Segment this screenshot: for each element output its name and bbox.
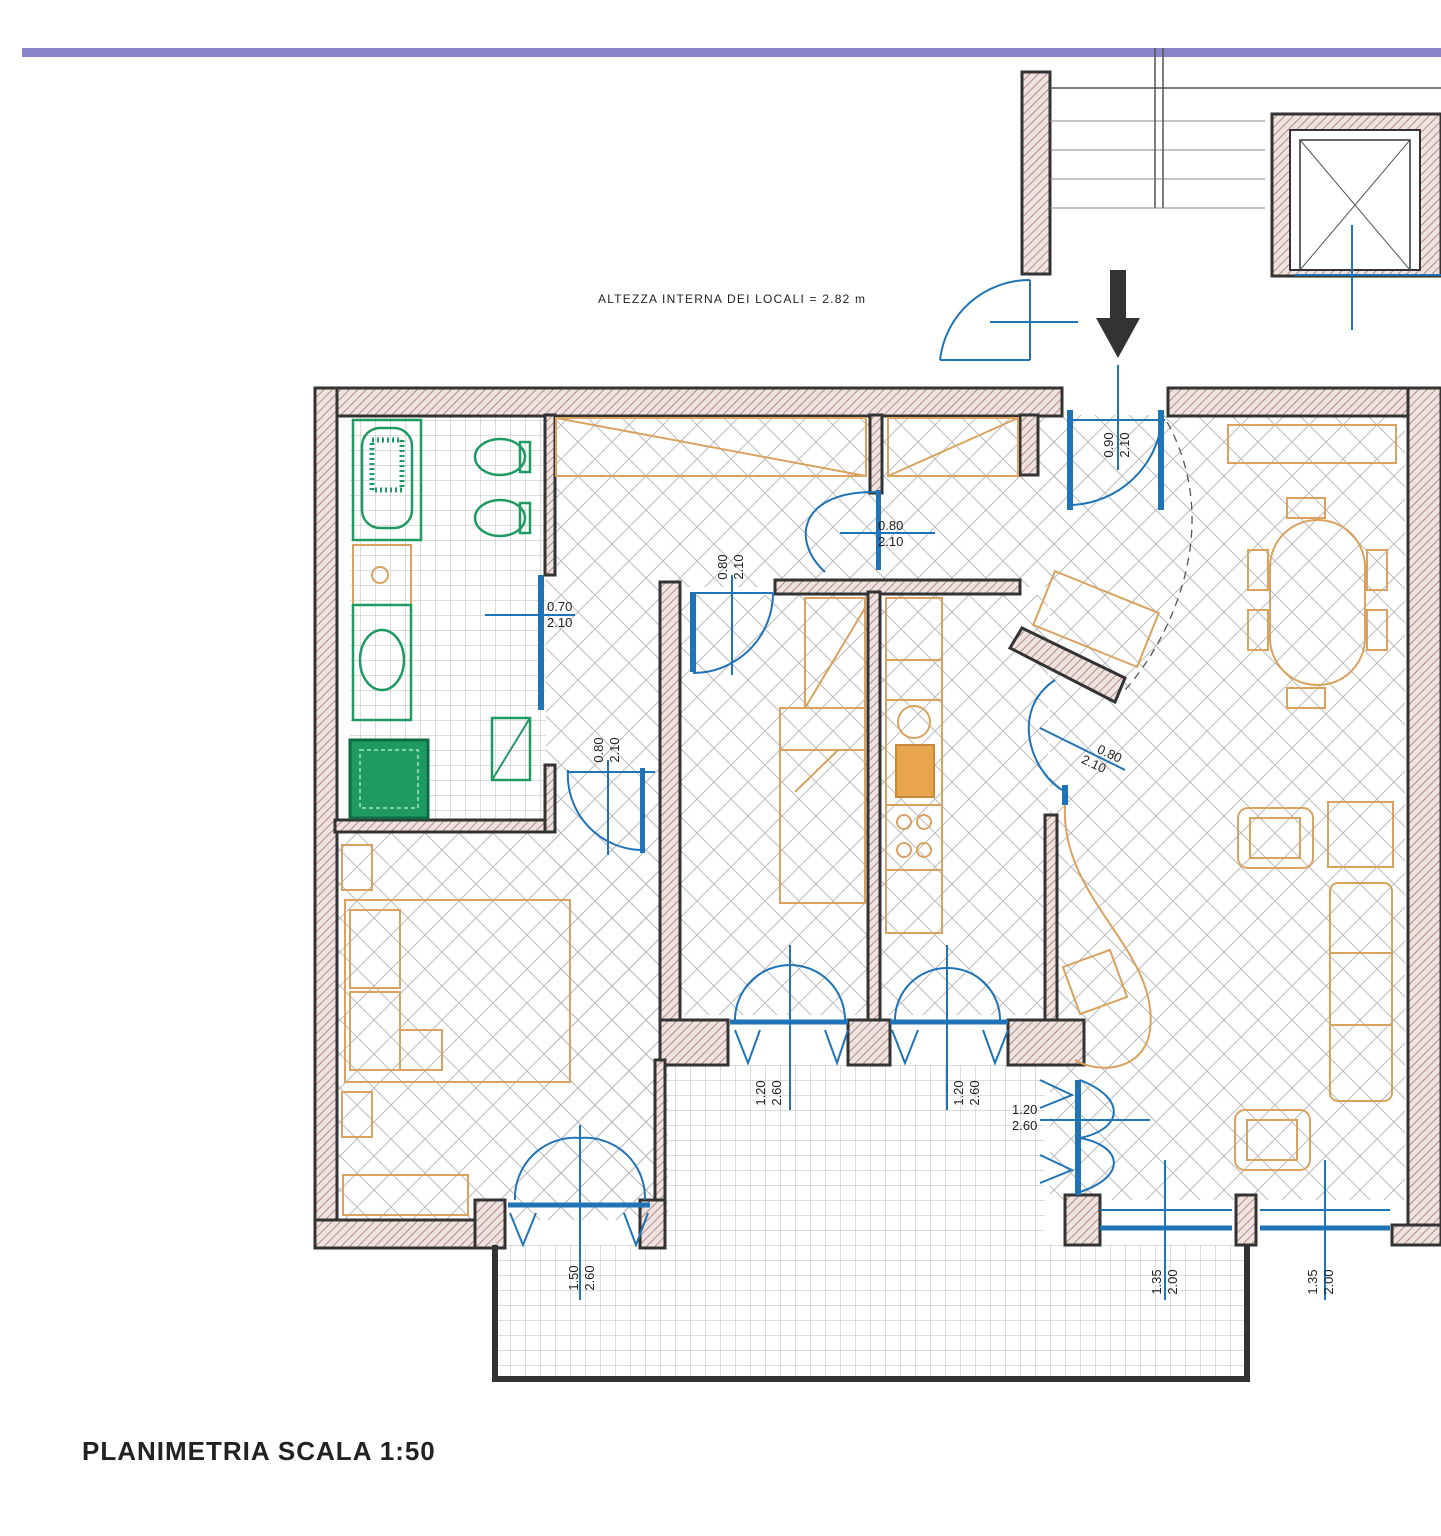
dimension-label: 1.50 2.60 [566,1265,597,1290]
closet-room-furniture [779,597,866,904]
svg-text:0.70: 0.70 [547,599,572,614]
shower-icon [490,716,532,782]
svg-text:1.35: 1.35 [1149,1269,1164,1294]
svg-text:1.20: 1.20 [951,1080,966,1105]
svg-text:2.60: 2.60 [1012,1118,1037,1133]
fireplace [1007,569,1161,705]
bathroom-door [485,575,575,710]
svg-text:2.10: 2.10 [1117,432,1132,457]
bedroom-dresser [342,1174,469,1216]
svg-text:2.10: 2.10 [547,615,572,630]
svg-text:1.20: 1.20 [753,1080,768,1105]
bathtub-icon [351,418,423,542]
closet-room-floor [680,595,868,1015]
svg-text:2.00: 2.00 [1165,1269,1180,1294]
hall-floor [546,415,1061,587]
nightstand [341,1091,373,1138]
svg-text:2.60: 2.60 [769,1080,784,1105]
washbasin-icon [351,544,413,722]
dimension-label: 1.20 2.60 [753,1080,784,1105]
stairwell [1020,48,1441,276]
dining-table-icon [1247,497,1388,709]
decorative-plant [1061,804,1152,1069]
french-window [730,945,849,1110]
washing-machine-icon [348,738,430,820]
dimension-label: 0.70 2.10 [547,599,572,630]
svg-text:0.80: 0.80 [715,554,730,579]
dimension-label: 0.80 2.10 [591,737,622,762]
dimension-label: 1.35 2.00 [1305,1269,1336,1294]
plan-title: PLANIMETRIA SCALA 1:50 [82,1436,436,1466]
closet-room-door [690,575,774,675]
svg-text:2.60: 2.60 [582,1265,597,1290]
svg-text:1.20: 1.20 [1012,1102,1037,1117]
svg-text:2.10: 2.10 [878,534,903,549]
sofa-icon [1329,882,1393,1102]
french-window [508,1125,650,1300]
balcony-floor [497,1245,1247,1380]
hall-door [804,490,935,573]
dimension-label: 0.90 2.10 [1101,432,1132,457]
bidet-icon [473,498,532,538]
room-height-note: ALTEZZA INTERNA DEI LOCALI = 2.82 m [598,292,866,306]
window [1260,1160,1390,1300]
landing-door [939,278,1078,361]
dimension-label: 1.20 2.60 [1012,1102,1037,1133]
toilet-icon [473,437,532,477]
entrance-arrow-icon [1096,270,1140,358]
walls [313,386,1441,1382]
living-door [1027,679,1126,805]
svg-text:0.80: 0.80 [591,737,606,762]
sideboard [1227,424,1397,464]
terrace-floor [655,1065,1045,1245]
svg-text:2.00: 2.00 [1321,1269,1336,1294]
armchair-icon [1234,1109,1311,1171]
double-bed-icon [344,899,571,1083]
svg-text:1.35: 1.35 [1305,1269,1320,1294]
kitchen-counter [885,597,943,934]
bedroom-door [566,760,655,855]
french-window [890,945,1009,1110]
armchair-icon [1237,807,1314,869]
dimension-label: 1.35 2.00 [1149,1269,1180,1294]
french-window [1039,1079,1150,1195]
hall-wardrobe [555,417,1019,477]
svg-text:2.60: 2.60 [967,1080,982,1105]
window [1100,1160,1232,1300]
living-floor [1050,415,1405,1200]
svg-text:0.80: 0.80 [878,518,903,533]
elevator-shaft [1270,112,1441,330]
nightstand [341,844,373,891]
svg-text:0.90: 0.90 [1101,432,1116,457]
svg-text:2.10: 2.10 [731,554,746,579]
entrance-door [1067,365,1165,510]
header-bar [22,48,1441,57]
dimension-label: 1.20 2.60 [951,1080,982,1105]
side-table [1327,801,1394,868]
corridor-floor [546,587,668,1217]
dimension-label: 0.80 2.10 [715,554,746,579]
svg-text:2.10: 2.10 [607,737,622,762]
door-swing-arc [1124,409,1193,691]
dimension-label: 0.80 2.10 [878,518,903,549]
svg-text:1.50: 1.50 [566,1265,581,1290]
